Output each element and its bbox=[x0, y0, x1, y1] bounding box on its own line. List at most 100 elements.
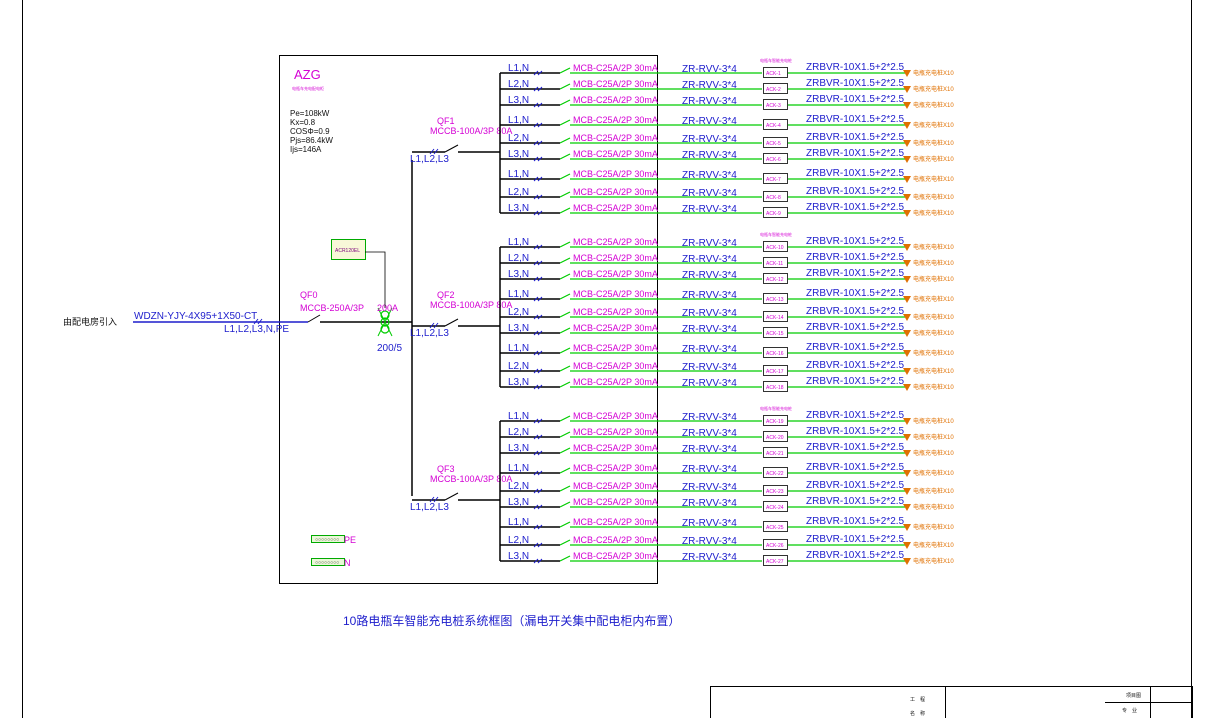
charger-load-icon bbox=[903, 434, 911, 441]
circuit-breaker-label: MCB-C25A/2P 30mA bbox=[573, 443, 658, 453]
circuit-cable-tick bbox=[533, 558, 543, 564]
circuit-breaker-symbol bbox=[559, 381, 571, 388]
circuit-breaker-label: MCB-C25A/2P 30mA bbox=[573, 187, 658, 197]
circuit-cable-label: ZR-RVV-3*4 bbox=[682, 150, 737, 161]
circuit-load-label: 电瓶充电桩X10 bbox=[913, 193, 954, 201]
incoming-cable-label: WDZN-YJY-4X95+1X50-CT bbox=[134, 311, 257, 322]
circuit-cable-label: ZR-RVV-3*4 bbox=[682, 80, 737, 91]
circuit-outgoing-cable-label: ZRBVR-10X1.5+2*2.5 bbox=[806, 496, 905, 507]
circuit-outgoing-cable-label: ZRBVR-10X1.5+2*2.5 bbox=[806, 306, 905, 317]
circuit-breaker-label: MCB-C25A/2P 30mA bbox=[573, 323, 658, 333]
circuit-load-label: 电瓶充电桩X10 bbox=[913, 433, 954, 441]
circuit-outgoing-cable-label: ZRBVR-10X1.5+2*2.5 bbox=[806, 168, 905, 179]
group-breaker-model: MCCB-100A/3P 80A bbox=[430, 126, 512, 136]
circuit-phase-label: L3,N bbox=[508, 443, 529, 454]
circuit-meter-box bbox=[763, 191, 788, 202]
charger-load-icon bbox=[903, 488, 911, 495]
circuit-outgoing-cable-label: ZRBVR-10X1.5+2*2.5 bbox=[806, 342, 905, 353]
circuit-load-label: 电瓶充电桩X10 bbox=[913, 541, 954, 549]
ct-ratio-label: 200/5 bbox=[377, 343, 402, 354]
group-header-note: 电瓶车智能充电桩 bbox=[760, 57, 792, 63]
charger-load-icon bbox=[903, 450, 911, 457]
charger-load-icon bbox=[903, 558, 911, 565]
pe-bar-dots: ○○○○○○○○ bbox=[315, 537, 339, 543]
group-cable-tick bbox=[429, 322, 439, 329]
circuit-load-label: 电瓶充电桩X10 bbox=[913, 85, 954, 93]
circuit-cable-label: ZR-RVV-3*4 bbox=[682, 270, 737, 281]
circuit-cable-tick bbox=[533, 524, 543, 530]
circuit-outgoing-cable-label: ZRBVR-10X1.5+2*2.5 bbox=[806, 114, 905, 125]
cabinet-subtitle: 电瓶车充电配电柜 bbox=[292, 85, 324, 91]
circuit-phase-label: L2,N bbox=[508, 187, 529, 198]
circuit-breaker-label: MCB-C25A/2P 30mA bbox=[573, 289, 658, 299]
circuit-meter-label: ACK-12 bbox=[766, 277, 784, 283]
circuit-phase-label: L1,N bbox=[508, 237, 529, 248]
circuit-meter-label: ACK-27 bbox=[766, 559, 784, 565]
circuit-breaker-label: MCB-C25A/2P 30mA bbox=[573, 203, 658, 213]
circuit-cable-tick bbox=[533, 296, 543, 302]
circuit-cable-label: ZR-RVV-3*4 bbox=[682, 482, 737, 493]
circuit-cable-tick bbox=[533, 350, 543, 356]
circuit-meter-box bbox=[763, 311, 788, 322]
circuit-breaker-symbol bbox=[559, 119, 571, 126]
n-bar-label: N bbox=[344, 558, 351, 568]
circuit-outgoing-cable-label: ZRBVR-10X1.5+2*2.5 bbox=[806, 442, 905, 453]
circuit-cable-label: ZR-RVV-3*4 bbox=[682, 96, 737, 107]
charger-load-icon bbox=[903, 244, 911, 251]
circuit-breaker-symbol bbox=[559, 191, 571, 198]
charger-load-icon bbox=[903, 210, 911, 217]
group-phases-label: L1,L2,L3 bbox=[410, 502, 449, 513]
group-breaker-switch bbox=[444, 492, 459, 501]
charger-load-icon bbox=[903, 276, 911, 283]
group-header-note: 电瓶车智能充电桩 bbox=[760, 405, 792, 411]
circuit-phase-label: L2,N bbox=[508, 481, 529, 492]
circuit-phase-label: L1,N bbox=[508, 289, 529, 300]
circuit-breaker-symbol bbox=[559, 347, 571, 354]
circuit-breaker-label: MCB-C25A/2P 30mA bbox=[573, 551, 658, 561]
circuit-load-label: 电瓶充电桩X10 bbox=[913, 469, 954, 477]
circuit-meter-label: ACK-25 bbox=[766, 525, 784, 531]
charger-load-icon bbox=[903, 156, 911, 163]
group-phases-label: L1,L2,L3 bbox=[410, 328, 449, 339]
circuit-outgoing-cable-label: ZRBVR-10X1.5+2*2.5 bbox=[806, 148, 905, 159]
circuit-cable-tick bbox=[533, 194, 543, 200]
circuit-breaker-symbol bbox=[559, 501, 571, 508]
incoming-source-label: 由配电房引入 bbox=[63, 316, 117, 327]
circuit-breaker-label: MCB-C25A/2P 30mA bbox=[573, 269, 658, 279]
circuit-load-label: 电瓶充电桩X10 bbox=[913, 259, 954, 267]
circuit-meter-box bbox=[763, 539, 788, 550]
circuit-outgoing-cable-label: ZRBVR-10X1.5+2*2.5 bbox=[806, 410, 905, 421]
group-cable-tick bbox=[429, 496, 439, 503]
circuit-meter-label: ACK-23 bbox=[766, 489, 784, 495]
circuit-breaker-label: MCB-C25A/2P 30mA bbox=[573, 237, 658, 247]
circuit-cable-label: ZR-RVV-3*4 bbox=[682, 518, 737, 529]
circuit-cable-tick bbox=[533, 542, 543, 548]
circuit-meter-box bbox=[763, 447, 788, 458]
incoming-conductors-label: L1,L2,L3,N,PE bbox=[224, 324, 289, 335]
circuit-outgoing-cable-label: ZRBVR-10X1.5+2*2.5 bbox=[806, 534, 905, 545]
circuit-meter-box bbox=[763, 293, 788, 304]
circuit-breaker-label: MCB-C25A/2P 30mA bbox=[573, 95, 658, 105]
circuit-cable-tick bbox=[533, 244, 543, 250]
circuit-meter-box bbox=[763, 207, 788, 218]
circuit-meter-label: ACK-6 bbox=[766, 157, 781, 163]
circuit-breaker-label: MCB-C25A/2P 30mA bbox=[573, 427, 658, 437]
circuit-meter-label: ACK-5 bbox=[766, 141, 781, 147]
charger-load-icon bbox=[903, 384, 911, 391]
title-block-frame bbox=[710, 686, 1193, 718]
circuit-breaker-symbol bbox=[559, 415, 571, 422]
circuit-meter-label: ACK-21 bbox=[766, 451, 784, 457]
circuit-meter-label: ACK-3 bbox=[766, 103, 781, 109]
charger-load-icon bbox=[903, 70, 911, 77]
circuit-meter-label: ACK-16 bbox=[766, 351, 784, 357]
